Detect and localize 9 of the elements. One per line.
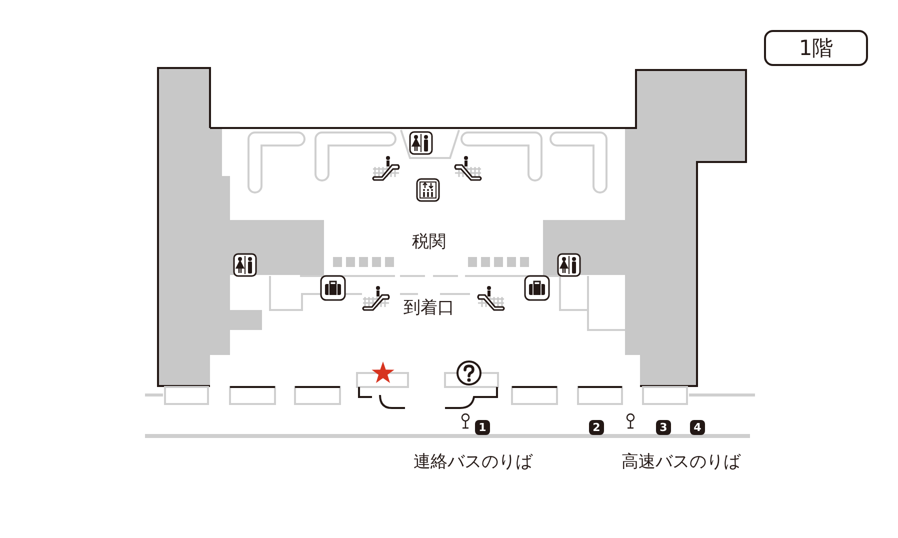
bus-stop-label: 高速バスのりば (622, 452, 740, 472)
area-label: 到着口 (404, 298, 454, 318)
stop-number: 2 (589, 420, 604, 435)
floor-label: 1階 (764, 30, 868, 66)
stop-number: 4 (690, 420, 705, 435)
bus-stop-label: 連絡バスのりば (414, 452, 532, 472)
stop-number: 3 (656, 420, 671, 435)
stop-number: 1 (475, 420, 490, 435)
area-label: 税関 (412, 232, 446, 252)
